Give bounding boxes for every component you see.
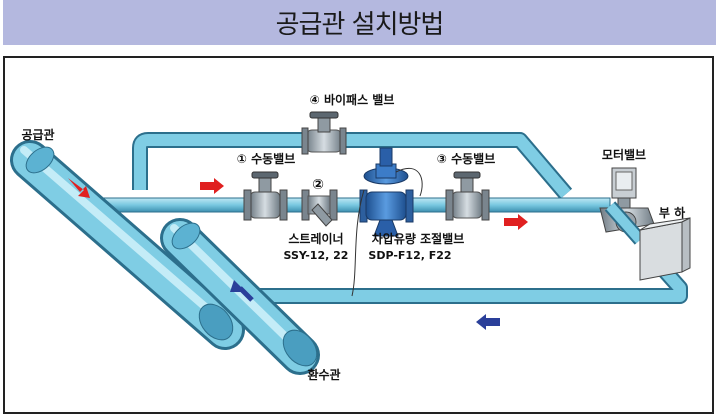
load-connection-pipe xyxy=(604,201,646,245)
flow-arrow-return-loop xyxy=(476,314,500,330)
label-strainer-number: ② xyxy=(312,177,324,193)
flow-arrow-main-out xyxy=(504,214,528,230)
label-motor-valve: 모터밸브 xyxy=(602,147,646,162)
differential-flow-regulator xyxy=(351,147,423,297)
flow-arrow-supply-header xyxy=(68,178,90,198)
label-manual-valve-3: ③ 수동밸브 xyxy=(437,152,496,166)
return-loop-pipe xyxy=(238,264,688,304)
flow-arrow-main-in xyxy=(200,178,224,194)
flow-arrow-return-header-shaft xyxy=(238,286,254,302)
supply-header-pipe xyxy=(10,140,245,350)
bypass-pipe xyxy=(132,132,573,200)
label-strainer-model: SSY-12, 22 xyxy=(284,249,349,262)
main-supply-pipe xyxy=(99,197,611,213)
manual-valve-1 xyxy=(243,171,288,221)
strainer xyxy=(301,189,338,227)
label-bypass-valve: ④ 바이패스 밸브 xyxy=(310,92,395,107)
page-title: 공급관 설치방법 xyxy=(275,10,445,40)
label-regulator-model: SDP-F12, F22 xyxy=(368,249,451,262)
label-return-header: 환수관 xyxy=(307,367,340,382)
load-unit xyxy=(639,217,691,281)
label-supply-header: 공급관 xyxy=(21,127,54,142)
manual-valve-3 xyxy=(445,171,490,221)
bypass-valve xyxy=(301,111,347,155)
label-regulator: 차압유량 조절밸브 xyxy=(372,231,465,246)
label-load: 부 하 xyxy=(659,205,685,220)
return-header-pipe xyxy=(160,218,320,375)
title-bar: 공급관 설치방법 xyxy=(3,0,716,45)
label-strainer: 스트레이너 xyxy=(288,231,343,246)
label-manual-valve-1: ① 수동밸브 xyxy=(237,152,296,166)
